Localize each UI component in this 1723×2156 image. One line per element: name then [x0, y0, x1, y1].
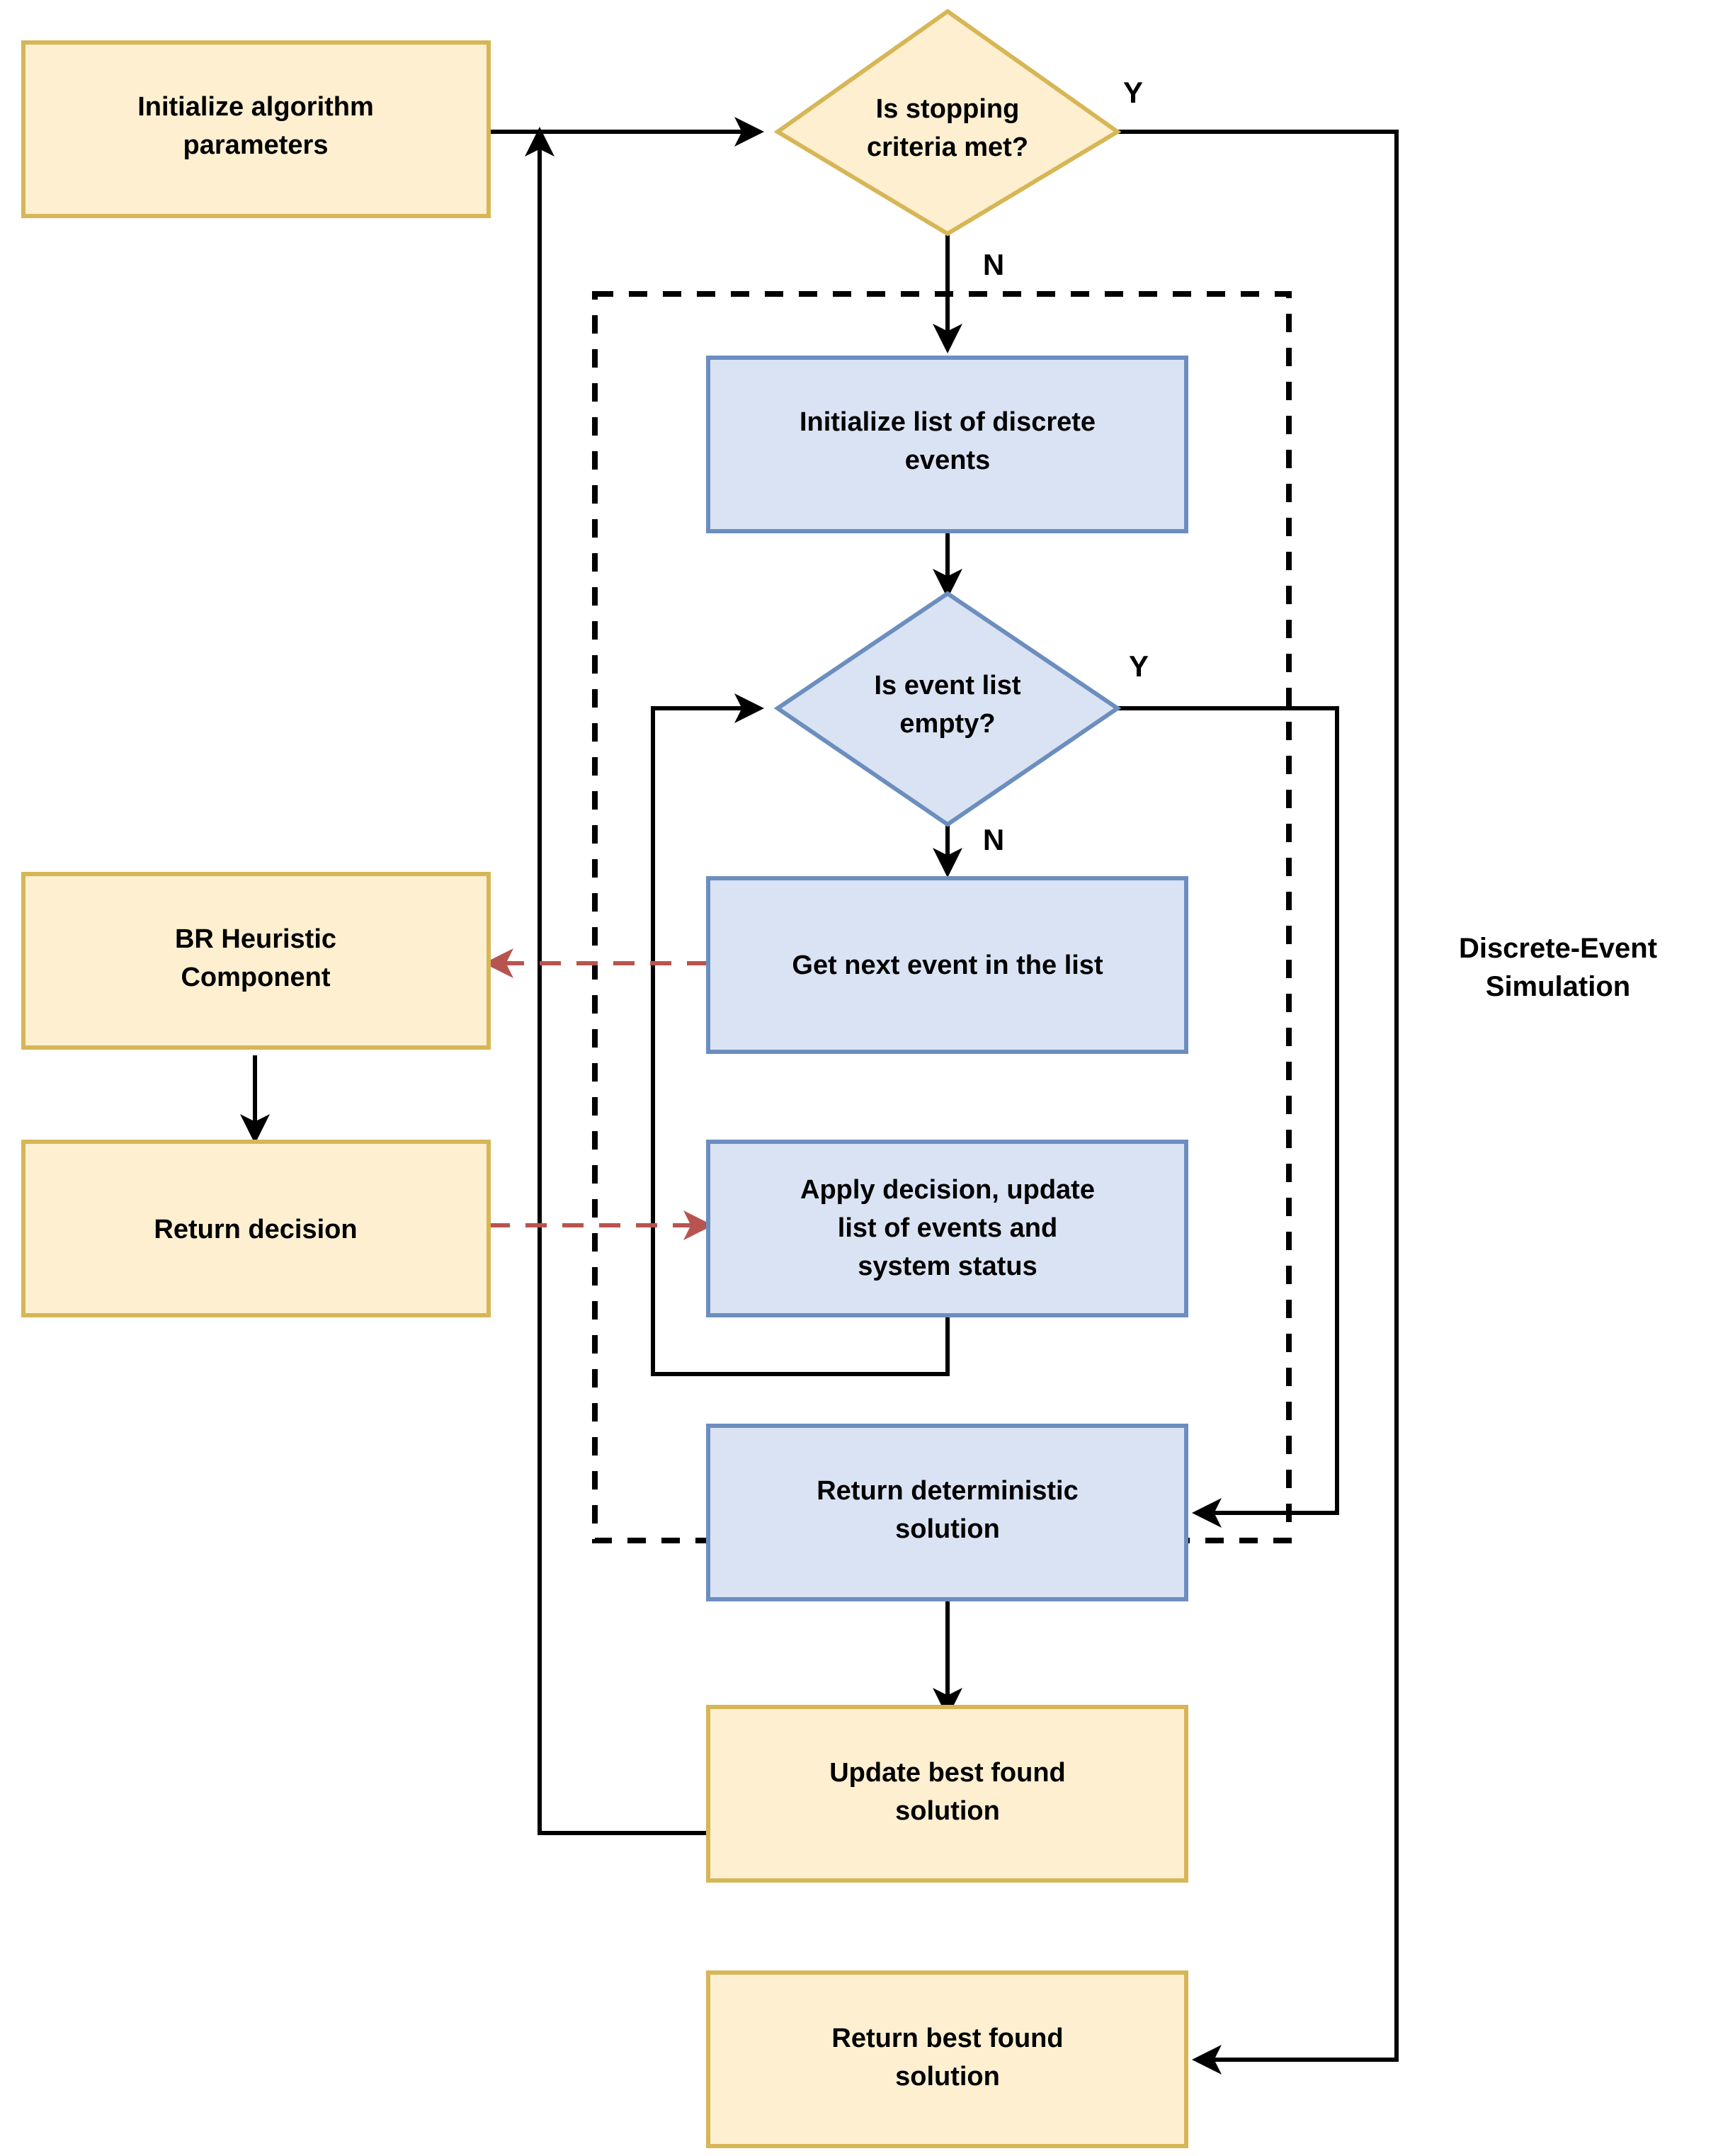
- node-label-line1: Get next event in the list: [792, 951, 1103, 980]
- branch-label-event-yes: Y: [1129, 649, 1149, 683]
- branch-label-stopping-no: N: [983, 248, 1004, 281]
- node-label-line1: Is stopping: [876, 94, 1020, 124]
- node-label-line1: Return best found: [831, 2024, 1063, 2053]
- branch-label-event-no: N: [983, 823, 1004, 856]
- node-is-event-list-empty[interactable]: Is event list empty?: [773, 591, 1122, 827]
- node-label-line1: Initialize algorithm: [137, 92, 374, 122]
- node-return-best-found-solution[interactable]: Return best found solution: [706, 1970, 1188, 2148]
- node-br-heuristic-component[interactable]: BR Heuristic Component: [21, 872, 491, 1050]
- node-label-line1: Is event list: [875, 671, 1021, 700]
- node-return-deterministic-solution[interactable]: Return deterministic solution: [706, 1424, 1188, 1601]
- group-label-line1: Discrete-Event: [1459, 933, 1657, 964]
- node-label-line1: Update best found: [829, 1758, 1066, 1788]
- node-label-line1: Initialize list of discrete: [800, 407, 1096, 437]
- node-label-line2: solution: [895, 2062, 1000, 2092]
- edge-update-best-to-stopping: [525, 127, 708, 1835]
- edge-event-yes-to-return-deterministic: [1118, 706, 1339, 1528]
- node-label-line2: empty?: [899, 709, 995, 739]
- node-label-line2: solution: [895, 1514, 1000, 1544]
- node-initialize-algorithm-parameters[interactable]: Initialize algorithm parameters: [21, 40, 491, 218]
- node-update-best-found-solution[interactable]: Update best found solution: [706, 1705, 1188, 1883]
- node-label-line2: solution: [895, 1796, 1000, 1826]
- group-label-discrete-event-simulation: Discrete-Event Simulation: [1459, 933, 1657, 1002]
- node-label-line1: Return deterministic: [817, 1476, 1079, 1506]
- node-label-line2: criteria met?: [867, 132, 1028, 162]
- node-is-stopping-criteria-met[interactable]: Is stopping criteria met?: [773, 8, 1122, 237]
- node-label-line1: Return decision: [154, 1215, 357, 1244]
- node-label-line2: parameters: [183, 130, 329, 160]
- node-label-line1: BR Heuristic: [175, 924, 336, 954]
- node-get-next-event-in-the-list[interactable]: Get next event in the list: [706, 876, 1188, 1054]
- node-label-line2: Component: [181, 963, 330, 992]
- group-label-line2: Simulation: [1486, 971, 1630, 1002]
- node-initialize-list-of-discrete-events[interactable]: Initialize list of discrete events: [706, 356, 1188, 533]
- node-label-line1: Apply decision, update: [800, 1175, 1095, 1205]
- node-label-line3: system status: [858, 1252, 1037, 1281]
- edge-apply-loop-back-to-event-empty: [651, 693, 950, 1376]
- node-return-decision[interactable]: Return decision: [21, 1140, 491, 1317]
- node-label-line2: list of events and: [838, 1213, 1057, 1243]
- branch-label-stopping-yes: Y: [1123, 76, 1143, 109]
- edge-stopping-yes-to-return-best: [1118, 130, 1399, 2075]
- node-apply-decision-update-list[interactable]: Apply decision, update list of events an…: [706, 1140, 1188, 1317]
- node-label-line2: events: [905, 446, 990, 475]
